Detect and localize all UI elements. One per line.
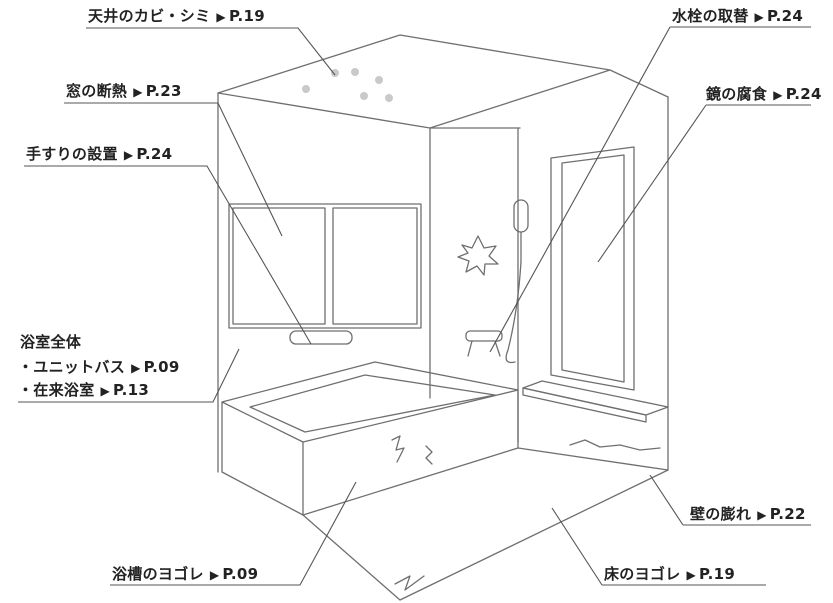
label-wall: 壁の膨れ▶P.22 [690, 505, 806, 523]
floor [302, 469, 669, 601]
leader-lines [18, 26, 811, 586]
window [228, 203, 422, 329]
arrow-icon: ▶ [133, 85, 143, 99]
mirror [550, 146, 635, 391]
handrail [289, 330, 353, 345]
label-whole-title: 浴室全体 [20, 333, 82, 351]
arrow-icon: ▶ [123, 148, 134, 162]
label-tub: 浴槽のヨゴレ▶P.09 [112, 565, 259, 583]
mold-spots [302, 68, 393, 102]
label-whole-unitbath: ・ユニットバス▶P.09 [18, 358, 180, 376]
arrow-icon: ▶ [754, 10, 765, 24]
arrow-icon: ▶ [773, 88, 783, 102]
arrow-icon: ▶ [686, 568, 697, 582]
arrow-icon: ▶ [209, 568, 220, 582]
arrow-icon: ▶ [216, 10, 226, 24]
arrow-icon: ▶ [100, 384, 111, 398]
arrow-icon: ▶ [131, 361, 141, 375]
shower [465, 199, 529, 364]
label-ceiling: 天井のカビ・シミ▶P.19 [88, 7, 265, 25]
label-floor: 床のヨゴレ▶P.19 [604, 565, 736, 583]
sparkle-mark [457, 235, 499, 276]
label-window: 窓の断熱▶P.23 [66, 82, 182, 100]
bathtub [221, 361, 519, 516]
shelf [522, 380, 669, 416]
bathroom-room [217, 34, 669, 601]
arrow-icon: ▶ [757, 508, 767, 522]
crack-mark [391, 435, 405, 463]
ceiling [217, 34, 611, 129]
label-whole-conventional: ・在来浴室▶P.13 [18, 381, 150, 399]
label-handrail: 手すりの設置▶P.24 [26, 145, 173, 163]
label-mirror: 鏡の腐食▶P.24 [706, 85, 822, 103]
label-faucet: 水栓の取替▶P.24 [672, 7, 804, 25]
